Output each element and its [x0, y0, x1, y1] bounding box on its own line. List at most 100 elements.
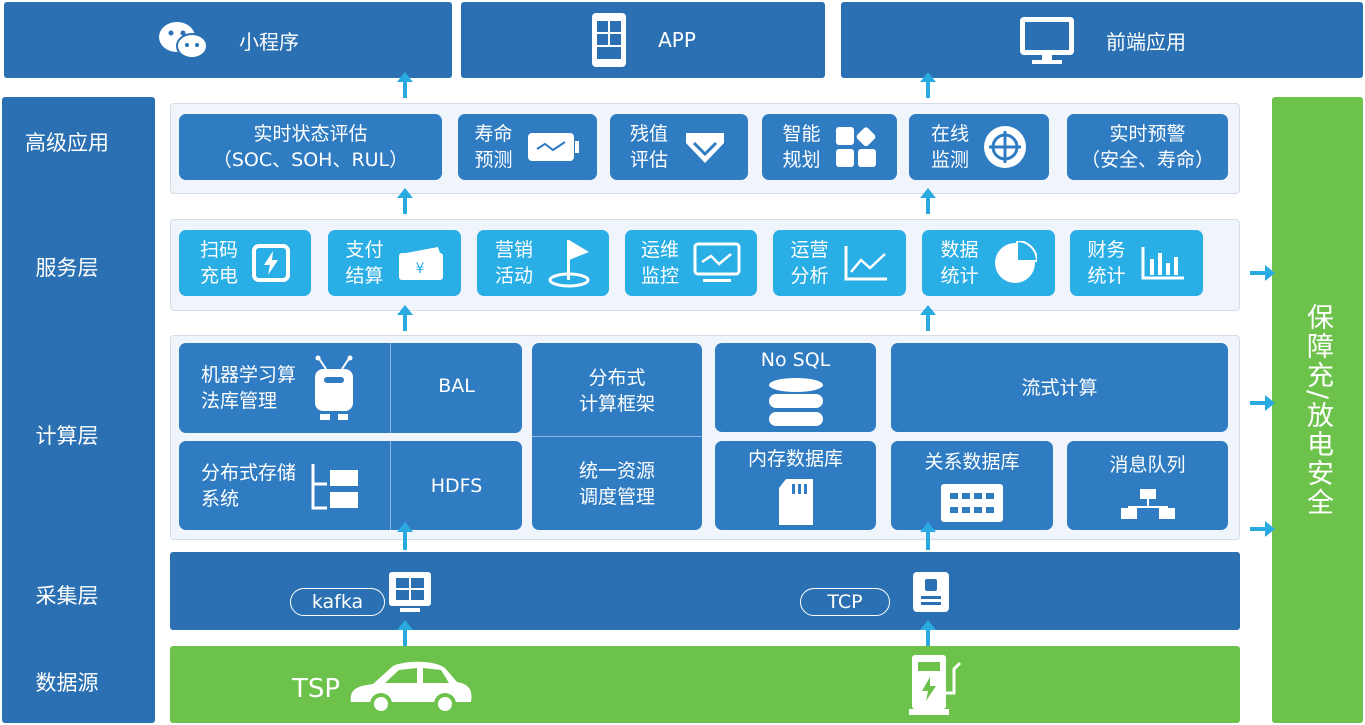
dist-storage-box: 分布式存储系统 HDFS	[179, 441, 522, 530]
stream-compute-box: 流式计算	[891, 343, 1228, 432]
database-icon	[768, 377, 823, 426]
top-label: 小程序	[239, 29, 299, 54]
charging-station-icon	[909, 655, 962, 715]
box-label: 数据	[940, 239, 979, 261]
box-label: 流式计算	[1021, 376, 1098, 399]
hdfs-label: HDFS	[430, 475, 483, 497]
layer-source: 数据源	[35, 671, 99, 695]
box-label: 分布式存储	[201, 461, 297, 484]
box-label: 智能	[782, 123, 821, 145]
apps-icon	[835, 127, 876, 167]
box-label: （SOC、SOH、RUL）	[212, 149, 409, 171]
arrow-right	[1250, 265, 1275, 281]
box-label: 支付	[345, 239, 384, 261]
security-label: 保障充/放电安全	[1302, 302, 1333, 518]
box-label: 运营	[790, 239, 829, 261]
table-grid-icon	[941, 483, 1003, 522]
wallet-icon: ¥	[398, 247, 443, 280]
box-label: 机器学习算	[201, 364, 297, 386]
box-label: 统计	[1087, 265, 1126, 287]
pie-chart-icon	[994, 241, 1037, 283]
layer-column: 高级应用 服务层 计算层 采集层 数据源	[2, 97, 155, 723]
top-label: APP	[658, 28, 696, 52]
arrow-right	[1250, 395, 1275, 411]
box-label: 法库管理	[201, 390, 278, 412]
robot-icon	[315, 355, 354, 420]
scan-charge-box: 扫码充电	[179, 230, 311, 296]
box-label: 营销	[494, 239, 533, 261]
box-label: 统一资源	[578, 459, 655, 482]
arrow-up	[397, 188, 413, 214]
top-mini-program: 小程序	[4, 2, 452, 78]
finance-stats-box: 财务统计	[1070, 230, 1203, 296]
arrow-up	[920, 305, 936, 331]
top-app: APP	[461, 2, 825, 78]
residual-value-box: 残值评估	[610, 114, 748, 180]
layer-service: 服务层	[35, 256, 99, 280]
box-label: 残值	[629, 123, 668, 145]
svg-text:¥: ¥	[415, 261, 424, 277]
box-label: 关系数据库	[924, 450, 1020, 473]
marketing-box: 营销活动	[477, 230, 609, 296]
security-column: 保障充/放电安全	[1272, 97, 1363, 723]
box-label: 实时预警	[1109, 123, 1186, 145]
layer-compute: 计算层	[35, 424, 99, 448]
flag-icon	[548, 240, 590, 288]
box-label: 统计	[940, 265, 979, 287]
box-label: 实时状态评估	[253, 123, 368, 145]
windows-icon	[389, 572, 431, 612]
tcp-pill: TCP	[800, 588, 890, 616]
arrow-right	[1250, 521, 1275, 537]
box-label: 活动	[494, 265, 533, 287]
arrow-up	[920, 522, 936, 550]
top-frontend: 前端应用	[841, 2, 1363, 78]
monitor-icon	[1020, 17, 1074, 64]
life-predict-box: 寿命预测	[458, 114, 597, 180]
box-label: （安全、寿命）	[1080, 149, 1214, 171]
memory-db-box: 内存数据库	[715, 441, 876, 530]
box-label: 规划	[782, 149, 821, 171]
tsp-label: TSP	[292, 674, 341, 704]
box-label: 结算	[345, 265, 384, 287]
arrow-up	[397, 72, 413, 98]
box-label: 分析	[790, 265, 829, 287]
box-label: 预测	[474, 149, 513, 171]
box-label: No SQL	[760, 348, 831, 371]
box-label: 调度管理	[578, 485, 655, 508]
payment-box: 支付结算 ¥	[328, 230, 461, 296]
battery-icon	[527, 133, 579, 161]
box-label: 内存数据库	[747, 447, 843, 470]
realtime-state-box: 实时状态评估 （SOC、SOH、RUL）	[179, 114, 442, 180]
bal-label: BAL	[438, 375, 475, 397]
ops-analysis-box: 运营分析	[773, 230, 906, 296]
phone-icon	[592, 13, 627, 67]
box-label: 监控	[640, 265, 679, 287]
data-stats-box: 数据统计	[922, 230, 1055, 296]
layer-collect: 采集层	[35, 584, 99, 608]
arrow-up	[397, 522, 413, 550]
box-label: 监测	[930, 149, 969, 171]
monitor-chart-icon	[693, 242, 741, 282]
document-icon	[913, 572, 949, 612]
box-label: 充电	[199, 265, 238, 287]
wechat-icon	[159, 22, 208, 59]
folder-tree-icon	[311, 463, 359, 509]
dist-compute-box: 分布式计算框架 统一资源调度管理	[532, 343, 702, 530]
diamond-icon	[686, 133, 724, 163]
message-queue-box: 消息队列	[1067, 441, 1228, 530]
arrow-up	[397, 305, 413, 331]
ml-library-box: 机器学习算法库管理 BAL	[179, 343, 522, 433]
box-label: 分布式	[588, 366, 646, 389]
arrow-up	[920, 72, 936, 98]
layer-advanced: 高级应用	[25, 131, 109, 155]
smart-plan-box: 智能规划	[762, 114, 897, 180]
box-label: 消息队列	[1109, 453, 1186, 476]
target-icon	[984, 126, 1026, 168]
relational-db-box: 关系数据库	[891, 441, 1053, 530]
box-label: 财务	[1087, 239, 1126, 261]
collect-bar	[170, 552, 1240, 630]
scan-bolt-icon	[252, 244, 290, 282]
car-icon	[350, 661, 472, 715]
line-chart-icon	[844, 246, 887, 281]
box-label: 在线	[930, 123, 969, 145]
